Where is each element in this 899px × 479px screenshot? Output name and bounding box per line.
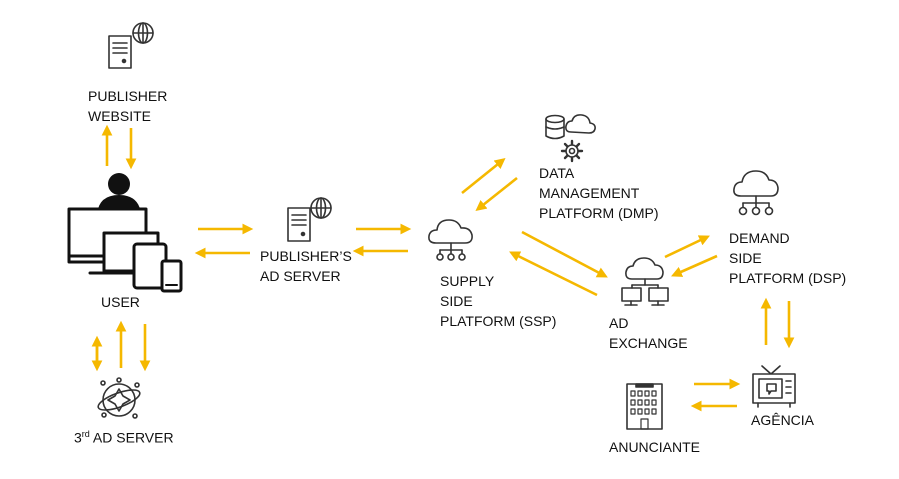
label-line: PLATFORM (SSP)	[440, 313, 557, 329]
label-publisher-website: PUBLISHER WEBSITE	[88, 86, 167, 126]
label-line: SUPPLY	[440, 273, 495, 289]
label-superscript: rd	[81, 429, 90, 439]
label-line: PUBLISHER’S	[260, 248, 352, 264]
arrow-adx-to-dsp	[664, 235, 710, 259]
label-line: SIDE	[440, 293, 473, 309]
database-cloud-gear-icon	[545, 114, 596, 163]
label-line: AD	[609, 315, 629, 331]
building-icon	[626, 383, 663, 430]
label-user: USER	[101, 292, 140, 312]
label-part: 3	[74, 429, 82, 446]
label-agencia: AGÊNCIA	[751, 410, 814, 430]
label-publishers-ad-server: PUBLISHER’S AD SERVER	[260, 246, 352, 286]
label-3rd-ad-server: 3rd AD SERVER	[74, 424, 174, 448]
network-globe-icon	[97, 377, 141, 419]
label-part: AD SERVER	[89, 429, 174, 446]
server-globe-icon	[108, 22, 154, 69]
user-devices-icon	[67, 173, 183, 293]
label-line: USER	[101, 294, 140, 310]
cloud-network-icon	[733, 170, 779, 216]
label-line: MANAGEMENT	[539, 185, 640, 201]
cloud-network-icon	[428, 219, 473, 261]
label-line: DEMAND	[729, 230, 790, 246]
cloud-servers-icon	[621, 257, 669, 306]
arrow-adx-to-ssp	[509, 251, 598, 297]
label-line: PLATFORM (DSP)	[729, 270, 847, 286]
arrow-dsp-to-adx	[671, 254, 718, 277]
label-line: PUBLISHER	[88, 88, 168, 104]
label-anunciante: ANUNCIANTE	[609, 437, 700, 457]
label-line: AD SERVER	[260, 268, 341, 284]
television-icon	[752, 365, 796, 408]
arrow-ssp-to-adx	[521, 230, 608, 278]
label-line: AGÊNCIA	[751, 412, 815, 428]
label-line: DATA	[539, 165, 575, 181]
label-line: EXCHANGE	[609, 335, 688, 351]
label-line: PLATFORM (DMP)	[539, 205, 659, 221]
label-dsp: DEMAND SIDE PLATFORM (DSP)	[729, 228, 846, 288]
arrow-dmp-to-ssp	[475, 176, 518, 212]
server-globe-icon	[287, 197, 332, 242]
label-ad-exchange: AD EXCHANGE	[609, 313, 688, 353]
label-line: WEBSITE	[88, 108, 152, 124]
label-ssp: SUPPLY SIDE PLATFORM (SSP)	[440, 271, 556, 331]
label-line: ANUNCIANTE	[609, 439, 701, 455]
arrow-ssp-to-dmp	[461, 157, 506, 195]
label-line: SIDE	[729, 250, 762, 266]
label-dmp: DATA MANAGEMENT PLATFORM (DMP)	[539, 163, 659, 223]
